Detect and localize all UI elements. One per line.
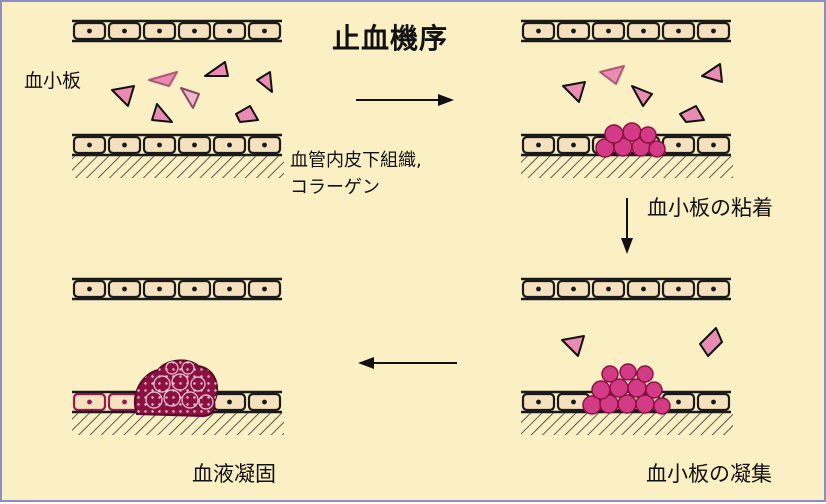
cell-nucleus xyxy=(122,29,127,34)
subendothelium-2 xyxy=(521,156,733,178)
cell-nucleus xyxy=(641,287,646,292)
platelet xyxy=(181,88,199,108)
platelet xyxy=(563,82,585,102)
platelet xyxy=(700,328,722,356)
coagulation-label: 血液凝固 xyxy=(192,458,276,488)
platelet xyxy=(600,66,624,84)
subendothelium-3 xyxy=(521,413,733,435)
cell-nucleus xyxy=(606,29,611,34)
cell-nucleus xyxy=(262,29,267,34)
platelet xyxy=(680,106,704,122)
subendothelium-4 xyxy=(72,413,284,435)
platelet xyxy=(632,86,652,106)
platelet xyxy=(152,104,172,122)
panel-adhesion xyxy=(521,21,733,178)
cell-nucleus xyxy=(606,287,611,292)
cell-nucleus xyxy=(711,29,716,34)
upper-endothelium-4 xyxy=(72,279,282,299)
diagram-title: 止血機序 xyxy=(332,17,448,57)
cell-nucleus xyxy=(571,143,576,148)
platelet xyxy=(257,72,272,92)
cell-nucleus xyxy=(87,143,92,148)
cell-nucleus xyxy=(262,143,267,148)
platelets-floating-2 xyxy=(563,64,722,122)
subendothelium-1 xyxy=(72,156,284,178)
collagen-label-line1: 血管内皮下組織, xyxy=(290,147,422,174)
platelet-label: 血小板 xyxy=(24,66,81,93)
cell-nucleus xyxy=(192,143,197,148)
lower-endothelium-1 xyxy=(72,135,282,155)
upper-endothelium-1 xyxy=(72,21,282,41)
aggregation-label: 血小板の凝集 xyxy=(646,458,772,488)
cell-nucleus xyxy=(87,400,92,405)
cell-nucleus xyxy=(157,29,162,34)
cell-nucleus xyxy=(676,287,681,292)
cell-nucleus xyxy=(227,400,232,405)
cell-nucleus xyxy=(676,400,681,405)
collagen-label: 血管内皮下組織, コラーゲン xyxy=(290,147,422,201)
cell-nucleus xyxy=(262,400,267,405)
upper-endothelium-3 xyxy=(521,279,731,299)
arrow-down xyxy=(621,198,633,254)
cell-nucleus xyxy=(676,29,681,34)
platelet xyxy=(702,64,722,82)
cell-nucleus xyxy=(87,29,92,34)
cell-nucleus xyxy=(536,143,541,148)
cell-nucleus xyxy=(536,29,541,34)
fibrin-clot xyxy=(135,360,217,416)
platelets-floating-3 xyxy=(562,328,722,356)
aggregated-platelets xyxy=(583,364,670,414)
cell-nucleus xyxy=(157,143,162,148)
adhesion-label: 血小板の粘着 xyxy=(647,192,773,222)
cell-nucleus xyxy=(641,29,646,34)
platelet xyxy=(149,72,177,86)
cell-nucleus xyxy=(571,400,576,405)
cell-nucleus xyxy=(122,143,127,148)
cell-nucleus xyxy=(192,287,197,292)
collagen-label-line2: コラーゲン xyxy=(290,174,422,201)
platelet xyxy=(205,62,228,76)
cell-nucleus xyxy=(122,400,127,405)
cell-nucleus xyxy=(87,287,92,292)
upper-endothelium-2 xyxy=(521,21,731,41)
cell-nucleus xyxy=(711,400,716,405)
cell-nucleus xyxy=(536,400,541,405)
cell-nucleus xyxy=(571,29,576,34)
cell-nucleus xyxy=(122,287,127,292)
cell-nucleus xyxy=(192,29,197,34)
cell-nucleus xyxy=(227,287,232,292)
cell-nucleus xyxy=(571,287,576,292)
cell-nucleus xyxy=(676,143,681,148)
arrow-right xyxy=(356,94,454,106)
arrow-left xyxy=(358,357,457,369)
cell-nucleus xyxy=(536,287,541,292)
cell-nucleus xyxy=(711,143,716,148)
platelet xyxy=(562,336,584,356)
cell-nucleus xyxy=(227,143,232,148)
platelets-floating-1 xyxy=(112,62,272,122)
platelet xyxy=(112,86,134,106)
cell-nucleus xyxy=(227,29,232,34)
cell-nucleus xyxy=(262,287,267,292)
panel-aggregation xyxy=(521,279,733,435)
panel-normal-vessel xyxy=(72,21,284,178)
platelet xyxy=(236,106,258,122)
cell-nucleus xyxy=(157,287,162,292)
cell-nucleus xyxy=(711,287,716,292)
panel-coagulation xyxy=(72,279,284,435)
adhered-platelets xyxy=(596,123,665,157)
